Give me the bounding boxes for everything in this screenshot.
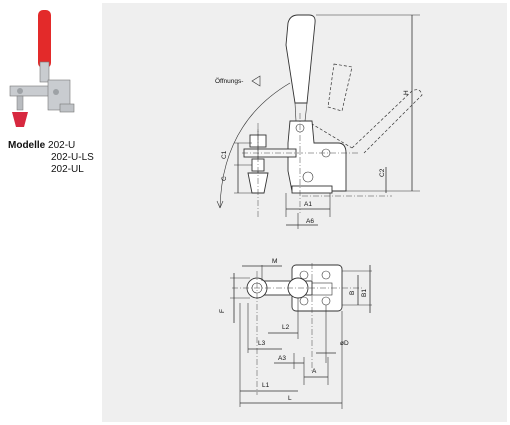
base-plate — [291, 185, 333, 194]
opening-triangle-icon — [251, 75, 261, 87]
dim-A1: A1 — [304, 201, 312, 208]
dim-C1: C1 — [221, 150, 228, 159]
dim-L2: L2 — [282, 324, 290, 331]
dim-D: øD — [340, 340, 349, 347]
opening-arc — [219, 82, 291, 209]
clamp-base — [47, 79, 71, 111]
models-list: Modelle 202-U 202-U-LS 202-UL — [8, 140, 94, 176]
dim-L: L — [288, 395, 292, 402]
top-view: M F B B1 L2 L3 øD A3 A — [219, 258, 372, 409]
model-name: 202-UL — [51, 164, 84, 175]
technical-drawing: Öffnungs- H C1 C C2 — [102, 3, 507, 422]
clamp-arm — [39, 61, 50, 83]
dim-B1: B1 — [361, 289, 368, 297]
opening-label: Öffnungs- — [215, 77, 243, 85]
spindle-tip — [12, 112, 28, 127]
dim-B: B — [349, 291, 356, 295]
dim-H: H — [403, 90, 410, 95]
dim-F: F — [219, 309, 226, 313]
dim-C: C — [221, 176, 228, 181]
side-view: Öffnungs- H C1 C C2 — [215, 14, 423, 229]
product-photo — [9, 10, 75, 127]
handle-grip — [38, 10, 51, 68]
dim-L1: L1 — [262, 382, 270, 389]
model-name: 202-U-LS — [51, 152, 94, 163]
dim-L3: L3 — [258, 340, 266, 347]
handle-open-dashed — [327, 63, 353, 112]
handle-outline — [285, 14, 316, 104]
model-name: 202-U — [48, 140, 76, 151]
dim-A6: A6 — [306, 218, 314, 225]
dim-A3: A3 — [278, 355, 286, 362]
models-label: Modelle — [8, 140, 46, 151]
dim-M: M — [272, 258, 277, 265]
dim-C2: C2 — [379, 168, 386, 177]
dim-A: A — [312, 368, 317, 375]
